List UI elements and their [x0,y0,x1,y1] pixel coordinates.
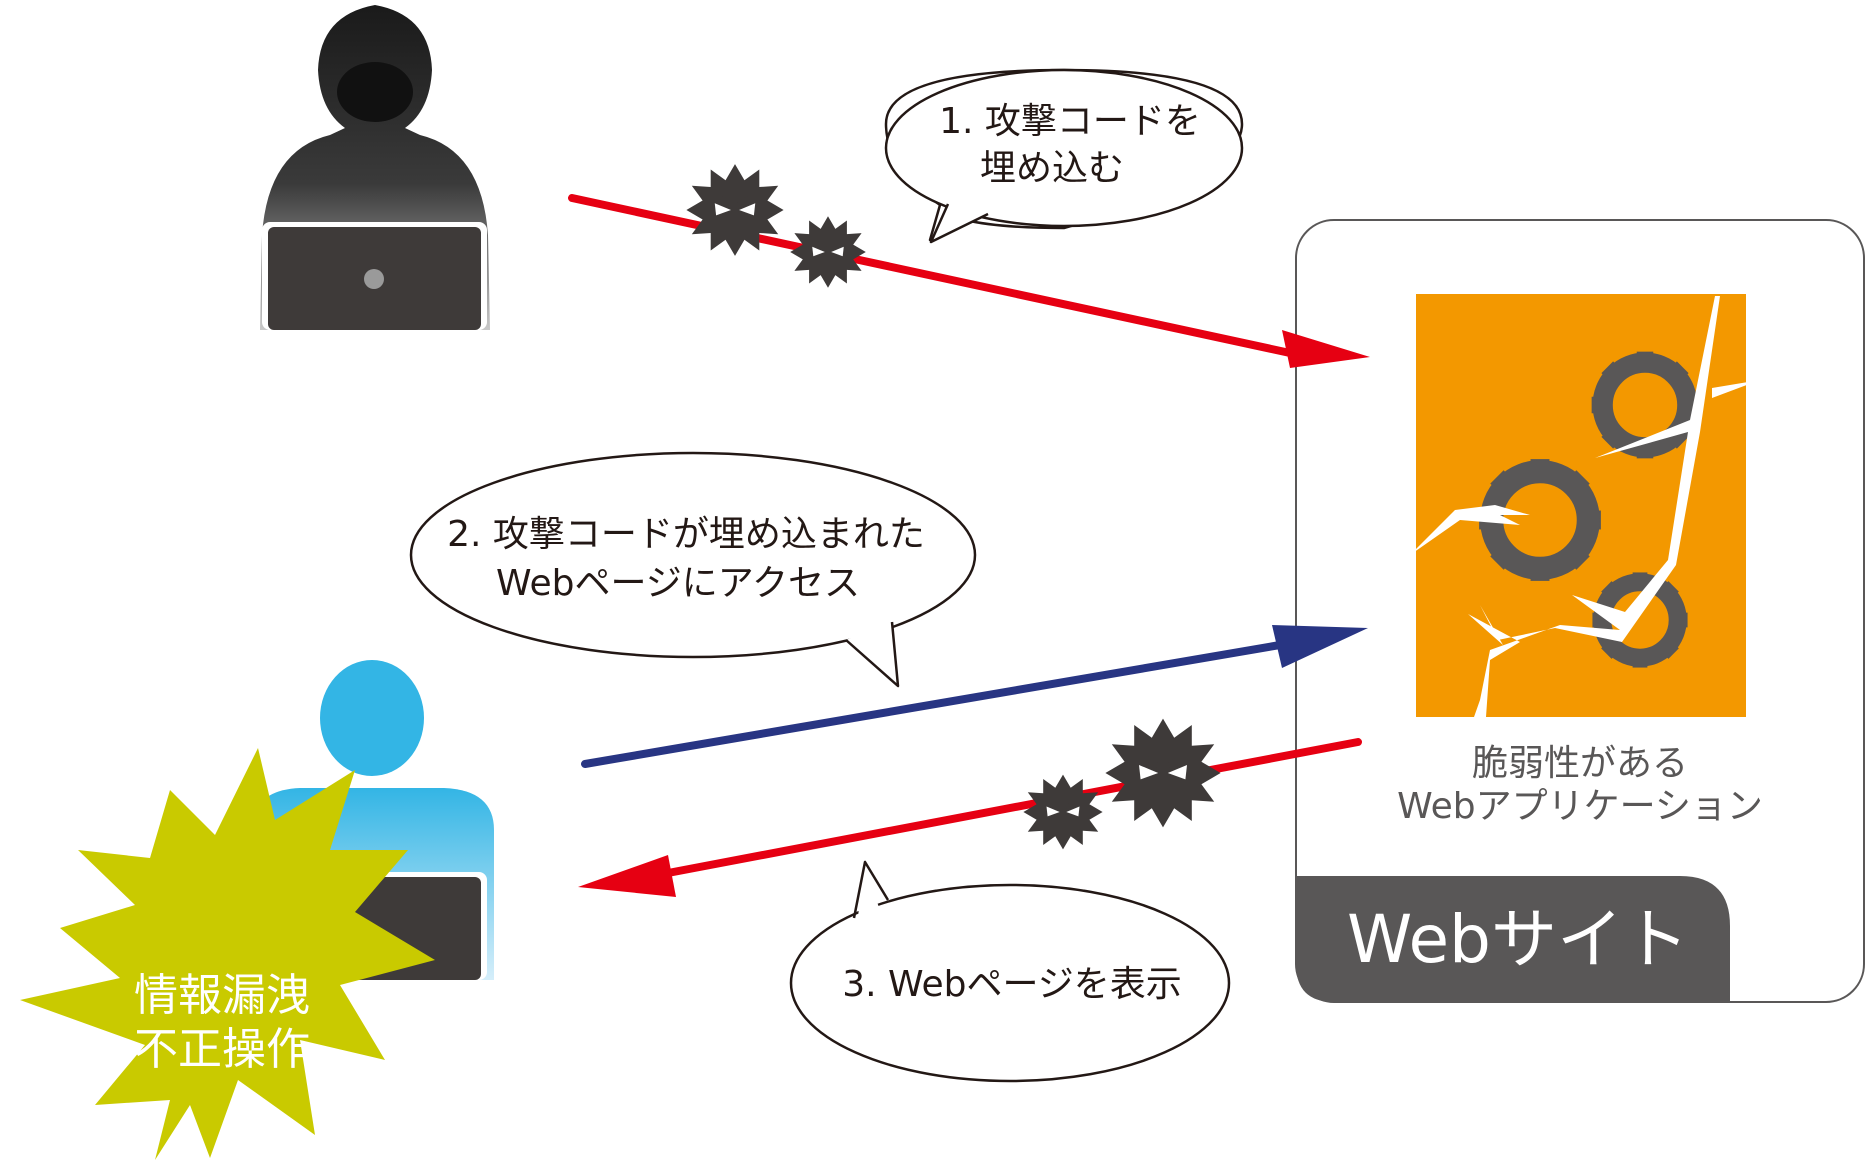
step2-text-line1: 2. 攻撃コードが埋め込まれた [447,514,925,555]
impact-burst: 情報漏洩 不正操作 [20,748,435,1160]
step2-speech-bubble: 2. 攻撃コードが埋め込まれた Webページにアクセス [409,451,977,688]
inject-arrow [568,194,1370,368]
impact-text-line1: 情報漏洩 [134,970,310,1021]
website-panel: Webサイト 脆弱性がある Webアプリケーション [1295,219,1865,1003]
broken-gears-icon [1410,294,1760,717]
app-label-line1: 脆弱性がある [1472,743,1688,784]
step1-text-line1: 1. 攻撃コードを [939,101,1201,142]
virus-icon [788,214,868,290]
step1-text-line2: 埋め込む [980,148,1124,189]
step3-speech-bubble: 3. Webページを表示 [789,860,1231,1083]
step1-speech-bubble: 1. 攻撃コードを 埋め込む [884,68,1244,244]
hooded-hacker-icon [260,5,490,330]
virus-icon [1021,772,1105,852]
website-footer-label: Webサイト [1347,901,1689,978]
virus-icon [1105,719,1220,828]
step2-text-line2: Webページにアクセス [496,563,860,604]
access-arrow [581,625,1368,768]
impact-text-line2: 不正操作 [134,1024,310,1075]
response-arrow [578,738,1362,897]
step3-text-line1: 3. Webページを表示 [842,964,1182,1005]
app-label-line2: Webアプリケーション [1397,786,1763,827]
